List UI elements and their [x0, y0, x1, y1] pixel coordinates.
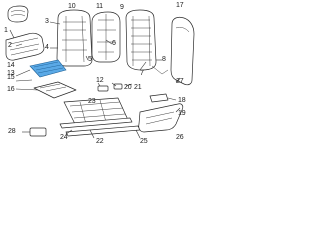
- callout-label: 28: [8, 128, 16, 135]
- callout-label: 8: [162, 56, 166, 63]
- callout-label: 5: [88, 56, 92, 63]
- callout-label: 24: [60, 134, 68, 141]
- callout-label: 2: [8, 42, 12, 49]
- callout-label: 1: [4, 27, 8, 34]
- callout-label: 20: [124, 84, 132, 91]
- callout-label: 17: [176, 2, 184, 9]
- callout-label: 11: [96, 3, 103, 10]
- callout-label: 25: [140, 138, 148, 145]
- headrest-part: [7, 5, 29, 23]
- callout-label: 19: [178, 110, 186, 117]
- callout-label: 7: [140, 70, 144, 77]
- callout-label: 3: [45, 18, 49, 25]
- callout-leaders: [9, 21, 181, 139]
- callout-label: 6: [112, 40, 116, 47]
- seat-cushion-cover-part: [5, 32, 45, 61]
- callout-label: 14: [7, 62, 15, 69]
- seat-cushion-frame-part: [59, 97, 141, 137]
- seat-switch-part: [149, 93, 169, 103]
- callout-label: 23: [88, 98, 96, 105]
- callout-label: 4: [45, 44, 49, 51]
- callout-label: 13: [7, 70, 15, 77]
- callout-label: 26: [176, 134, 184, 141]
- seat-cushion-pad-part: [33, 81, 77, 99]
- callout-label: 21: [134, 84, 142, 91]
- callout-label: 9: [120, 4, 124, 11]
- connector-part: [97, 83, 123, 92]
- callout-label: 15: [7, 74, 15, 81]
- callout-label: 18: [178, 97, 186, 104]
- callout-label: 12: [96, 77, 104, 84]
- callout-label: 27: [176, 78, 184, 85]
- callout-label: 22: [96, 138, 104, 145]
- seat-back-cover-part: [170, 16, 195, 86]
- seat-back-pad-part: [91, 11, 121, 63]
- seat-heater-pad-part: [29, 59, 67, 78]
- seat-back-spring-part: [125, 9, 169, 75]
- seat-parts-diagram: [5, 5, 195, 139]
- seat-side-shield-part: [138, 103, 184, 133]
- callout-label: 10: [68, 3, 76, 10]
- callout-label: 16: [7, 86, 15, 93]
- control-module-part: [29, 127, 47, 137]
